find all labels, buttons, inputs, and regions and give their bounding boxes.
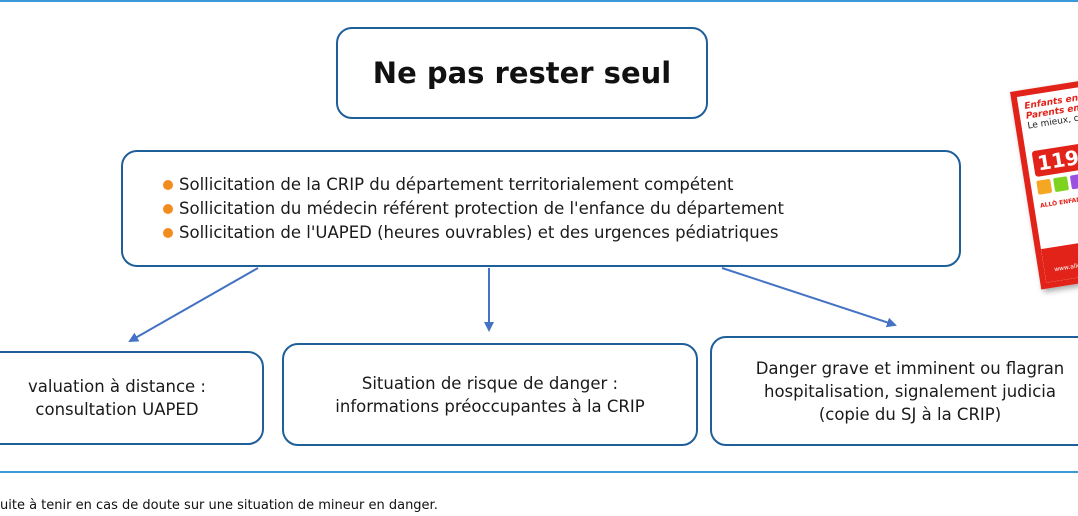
bullet-dot-icon	[163, 203, 173, 214]
outcome-line: informations préoccupantes à la CRIP	[335, 396, 645, 416]
poster-tile	[1053, 176, 1070, 193]
arrow-to-left-box	[128, 267, 259, 342]
figure-caption: uite à tenir en cas de doute sur une sit…	[0, 498, 438, 513]
outcome-line: Danger grave et imminent ou flagran	[755, 358, 1065, 378]
action-item: Sollicitation de la CRIP du département …	[163, 173, 734, 197]
bottom-rule	[0, 471, 1078, 473]
bullet-dot-icon	[163, 179, 173, 190]
top-rule	[0, 0, 1078, 2]
poster-tile	[1036, 178, 1053, 195]
actions-box: Sollicitation de la CRIP du département …	[121, 150, 961, 267]
outcome-box-grave-danger: Danger grave et imminent ou flagran hosp…	[710, 336, 1078, 446]
action-item: Sollicitation de l'UAPED (heures ouvrabl…	[163, 221, 778, 245]
poster-number: 119	[1031, 141, 1078, 178]
action-text: Sollicitation de l'UAPED (heures ouvrabl…	[179, 222, 779, 242]
outcome-line: valuation à distance :	[28, 377, 206, 396]
diagram-title: Ne pas rester seul	[372, 56, 672, 90]
outcome-line: hospitalisation, signalement judicia	[764, 381, 1056, 401]
action-item: Sollicitation du médecin référent protec…	[163, 197, 784, 221]
outcome-line: consultation UAPED	[35, 400, 199, 419]
poster-website: www.allo119.gouv.fr	[1053, 256, 1078, 274]
action-text: Sollicitation de la CRIP du département …	[179, 174, 734, 194]
poster-footer: www.allo119.gouv.fr	[1040, 232, 1078, 283]
poster-tile	[1069, 173, 1078, 190]
outcome-box-risk: Situation de risque de danger : informat…	[282, 343, 698, 446]
outcome-line: Situation de risque de danger :	[361, 373, 619, 393]
outcome-box-remote-evaluation: valuation à distance : consultation UAPE…	[0, 351, 264, 445]
outcome-line: (copie du SJ à la CRIP)	[818, 404, 1002, 424]
arrow-to-right-box	[721, 267, 897, 328]
action-text: Sollicitation du médecin référent protec…	[179, 198, 784, 218]
title-box: Ne pas rester seul	[336, 27, 708, 119]
bullet-dot-icon	[163, 227, 173, 238]
